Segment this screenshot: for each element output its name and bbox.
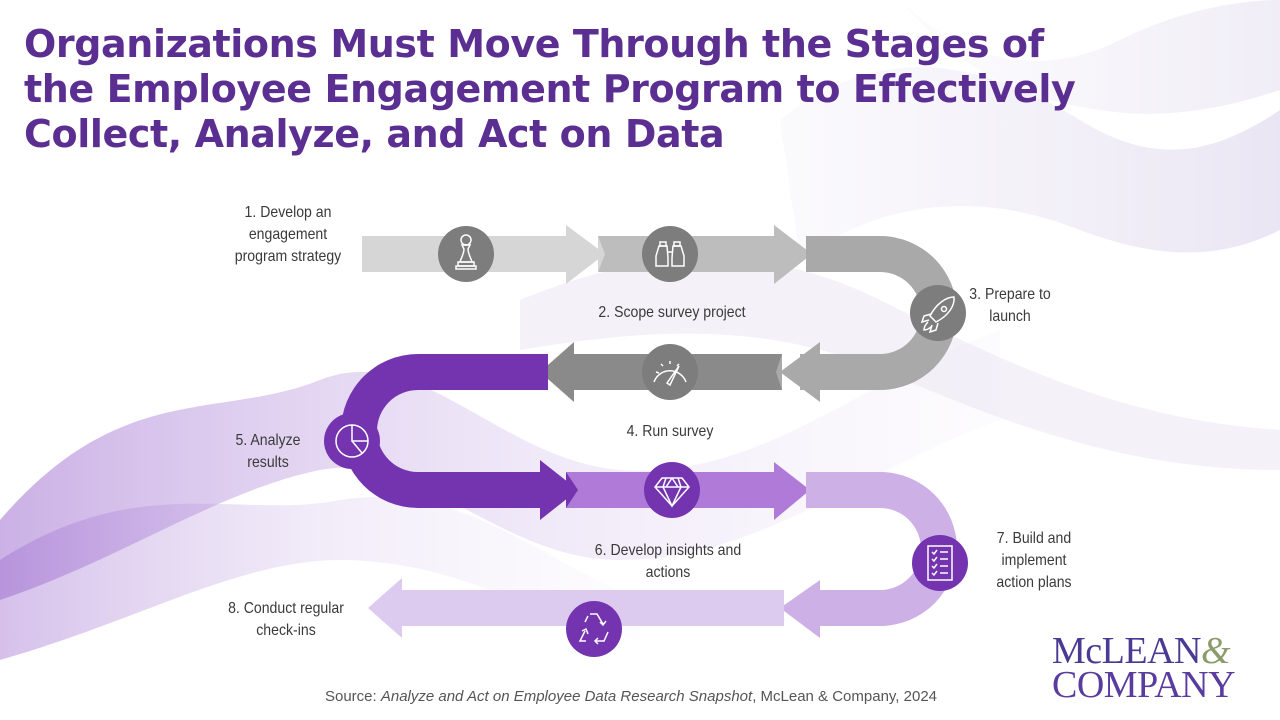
stage-5-arrow — [341, 354, 578, 520]
stage-5-icon-badge — [324, 413, 380, 469]
recycle-icon — [578, 613, 609, 645]
stage-2-label-line: 2. Scope survey project — [598, 304, 746, 321]
stage-5-label-line: results — [247, 454, 289, 471]
stage-6-label-line: 6. Develop insights and — [594, 542, 742, 559]
stage-1-label-line: program strategy — [234, 248, 342, 265]
stage-7-icon-badge — [912, 535, 968, 591]
stage-3-label-line: launch — [989, 308, 1031, 325]
pie-chart-icon — [335, 424, 369, 458]
logo-ampersand: & — [1200, 630, 1231, 672]
stage-5-label-line: 5. Analyze — [235, 432, 301, 449]
logo-line-2: COMPANY — [1052, 664, 1236, 706]
stage-4-label-line: 4. Run survey — [626, 423, 714, 440]
mclean-company-logo: McLEAN& COMPANY — [1052, 632, 1272, 706]
stage-6-label: 6. Develop insights and actions — [580, 540, 756, 584]
stage-3-icon-badge — [910, 285, 966, 341]
stage-4-label: 4. Run survey — [608, 421, 731, 443]
stage-2-label: 2. Scope survey project — [584, 302, 760, 324]
stage-1-icon-badge — [438, 226, 494, 282]
stage-3-label-line: 3. Prepare to — [969, 286, 1051, 303]
stage-1-label: 1. Develop an engagement program strateg… — [226, 202, 349, 268]
page-title: Organizations Must Move Through the Stag… — [24, 22, 1224, 157]
stage-7-label-line: implement — [1001, 552, 1067, 569]
stage-4-icon-badge — [642, 344, 698, 400]
rocket-icon — [920, 296, 955, 334]
stage-8-icon-badge — [566, 601, 622, 657]
stage-7-label: 7. Build and implement action plans — [983, 528, 1085, 594]
title-line: the Employee Engagement Program to Effec… — [24, 67, 1076, 111]
diamond-icon — [654, 477, 690, 508]
stage-2-arrow — [598, 225, 812, 284]
stage-5-label: 5. Analyze results — [226, 430, 310, 474]
stage-8-label-line: check-ins — [256, 622, 316, 639]
stage-1-label-line: 1. Develop an — [244, 204, 332, 221]
speedometer-icon — [653, 361, 687, 387]
source-suffix: , McLean & Company, 2024 — [752, 688, 938, 705]
stage-8-label: 8. Conduct regular check-ins — [217, 598, 354, 642]
title-line: Collect, Analyze, and Act on Data — [24, 112, 725, 156]
binoculars-icon — [655, 241, 685, 267]
title-line: Organizations Must Move Through the Stag… — [24, 22, 1044, 66]
stage-6-icon-badge — [644, 462, 700, 518]
source-title: Analyze and Act on Employee Data Researc… — [380, 688, 753, 705]
stage-1-label-line: engagement — [248, 226, 328, 243]
stage-7-label-line: action plans — [996, 574, 1072, 591]
stage-7-label-line: 7. Build and — [996, 530, 1072, 547]
stage-6-label-line: actions — [645, 564, 691, 581]
stage-3-label: 3. Prepare to launch — [966, 284, 1054, 328]
source-citation: Source: Analyze and Act on Employee Data… — [0, 688, 1262, 705]
chess-pawn-icon — [455, 234, 477, 270]
checklist-icon — [927, 545, 953, 581]
stage-8-label-line: 8. Conduct regular — [228, 600, 344, 617]
source-prefix: Source: — [324, 688, 381, 705]
logo-line-1: McLEAN — [1052, 630, 1201, 672]
stage-2-icon-badge — [642, 226, 698, 282]
stage-3-arrow — [780, 236, 957, 402]
stage-7-arrow — [780, 472, 957, 638]
